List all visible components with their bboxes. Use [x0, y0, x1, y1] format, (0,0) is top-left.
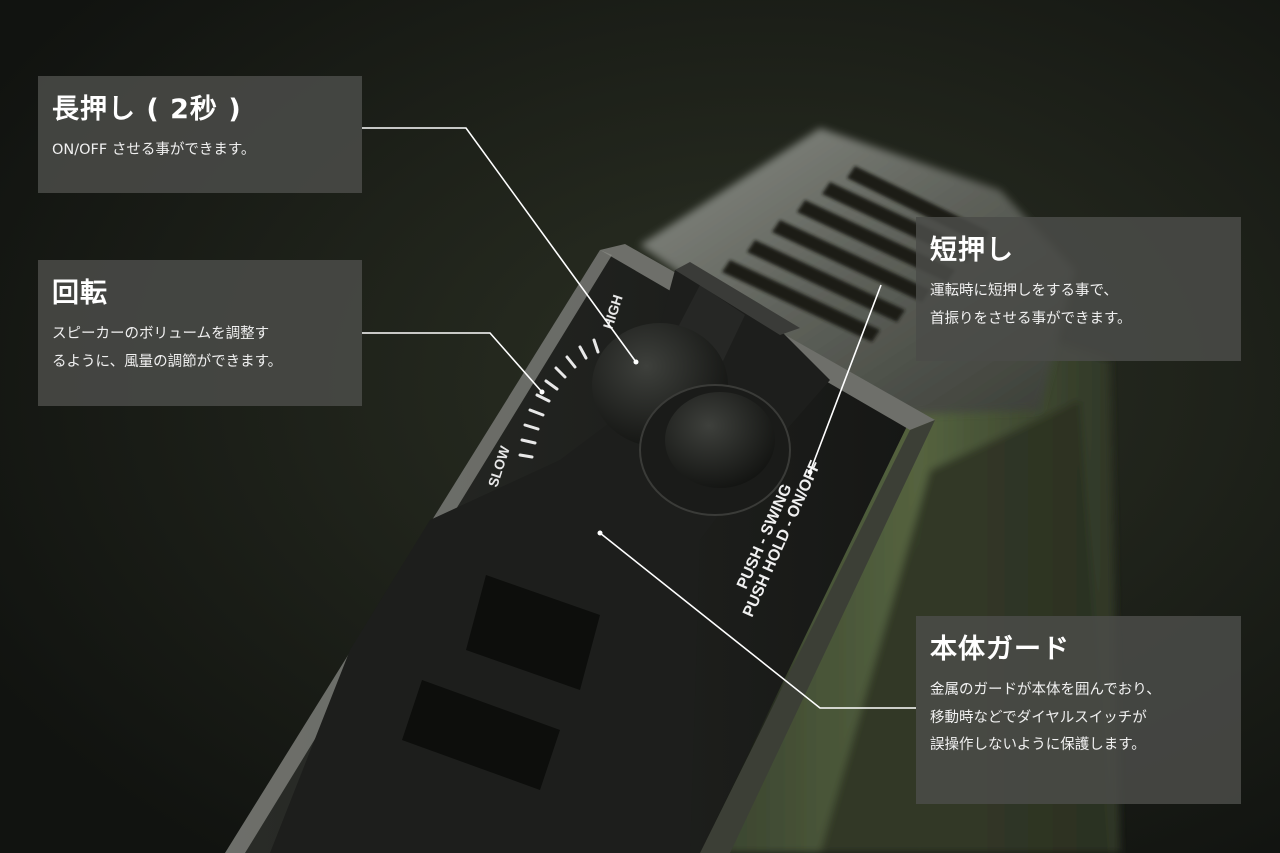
callout-text: 運転時に短押しをする事で、 首振りをさせる事ができます。	[930, 283, 1132, 327]
dial-scale-ticks	[518, 338, 600, 459]
callout-title: 長押し ( 2秒 )	[52, 94, 242, 125]
callout-body-guard: 本体ガード 金属のガードが本体を囲んでおり、 移動時などでダイヤルスイッチが 誤…	[916, 616, 1241, 804]
leader-line-rotate	[362, 332, 543, 393]
callout-text: スピーカーのボリュームを調整す るように、風量の調節ができます。	[52, 326, 283, 370]
callout-title: 回転	[52, 278, 108, 309]
callout-title: 本体ガード	[930, 634, 1070, 665]
leader-lines	[362, 127, 916, 709]
dial-knob	[592, 323, 791, 516]
callout-rotate: 回転 スピーカーのボリュームを調整す るように、風量の調節ができます。	[38, 260, 362, 406]
leader-line-long-press	[362, 127, 637, 363]
callout-text: 金属のガードが本体を囲んでおり、 移動時などでダイヤルスイッチが 誤操作しないよ…	[930, 682, 1161, 754]
leader-line-body-guard	[599, 532, 916, 709]
leader-dots	[539, 359, 813, 536]
callout-text: ON/OFF させる事ができます。	[52, 142, 256, 159]
callout-title: 短押し	[930, 235, 1014, 266]
callout-short-press: 短押し 運転時に短押しをする事で、 首振りをさせる事ができます。	[916, 217, 1241, 361]
callout-long-press: 長押し ( 2秒 ) ON/OFF させる事ができます。	[38, 76, 362, 193]
leader-line-short-press	[809, 284, 882, 473]
